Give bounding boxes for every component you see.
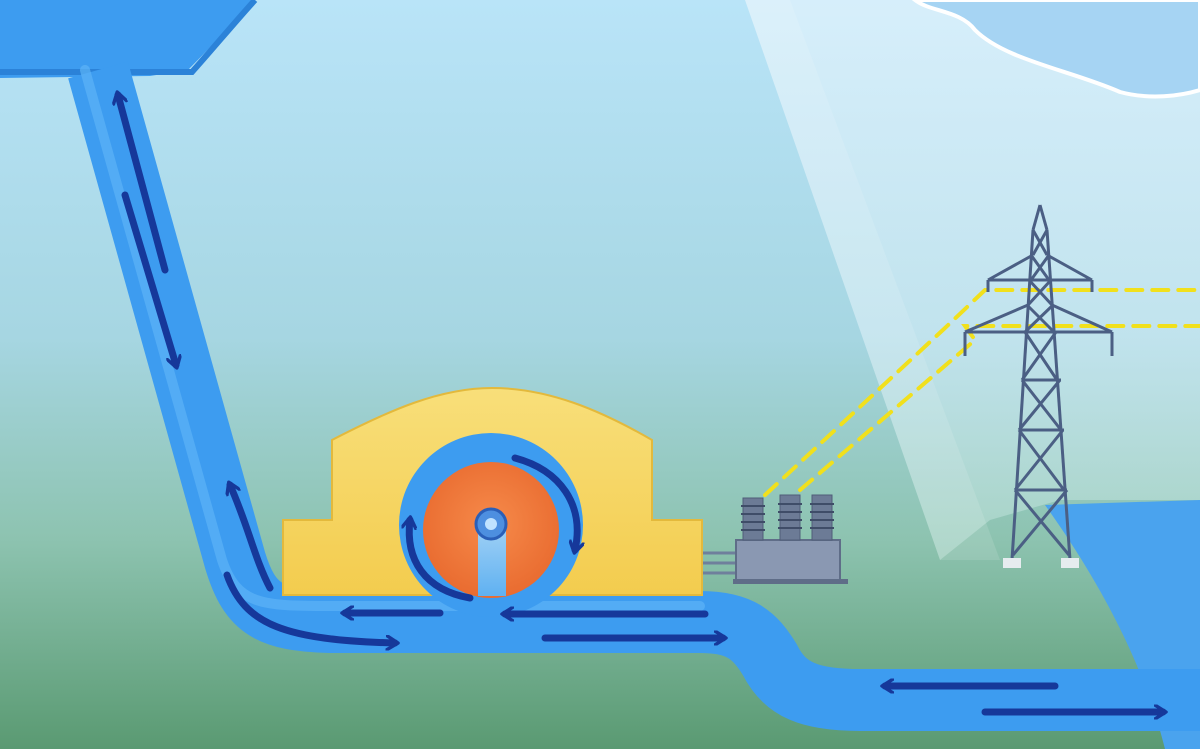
mountain-slope — [745, 0, 1200, 560]
upper-reservoir-edge — [0, 0, 258, 75]
transformer-icon — [733, 494, 848, 584]
tower-footing — [1061, 558, 1079, 568]
flow-arrow-icon — [409, 520, 474, 602]
flow-arrow-icon — [511, 454, 577, 550]
penstock-pipe-highlight — [80, 65, 705, 611]
flow-arrow-icon — [223, 571, 395, 643]
transmission-tower-icon — [963, 204, 1114, 561]
nozzle-core — [485, 518, 497, 530]
mountain-slope-shade — [745, 0, 1000, 560]
upper-reservoir-icon — [0, 0, 255, 78]
tower-footing — [1003, 558, 1021, 568]
flow-arrow-icon — [230, 485, 274, 592]
upper-lake-icon — [911, 0, 1200, 99]
powerhouse-connector — [703, 551, 736, 575]
flow-arrow-icon — [118, 95, 169, 274]
flow-arrow-icon — [121, 191, 176, 365]
